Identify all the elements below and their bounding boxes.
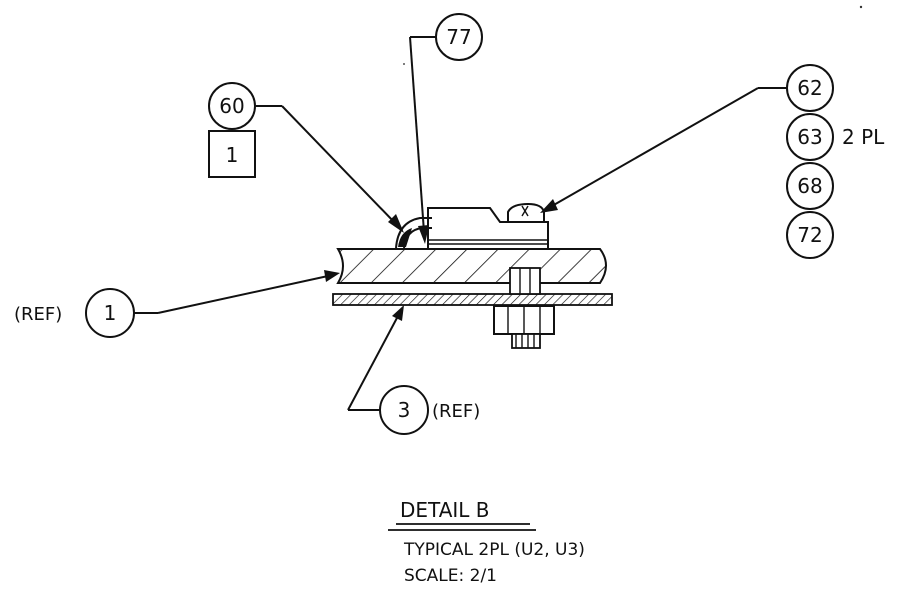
fastener-stack <box>493 267 555 349</box>
balloon-60-label: 60 <box>219 94 244 118</box>
connector-clip <box>395 202 549 249</box>
balloon-60: 60 <box>208 82 256 130</box>
balloon-77-label: 77 <box>446 25 471 49</box>
balloon-68: 68 <box>786 162 834 210</box>
two-pl-note: 2 PL <box>842 125 885 149</box>
ref-bottom-note: (REF) <box>432 401 480 422</box>
balloon-3-label: 3 <box>398 398 411 422</box>
balloon-77: 77 <box>435 13 483 61</box>
balloon-72-label: 72 <box>797 223 822 247</box>
balloon-62: 62 <box>786 64 834 112</box>
scan-speck <box>403 63 405 65</box>
balloon-68-label: 68 <box>797 174 822 198</box>
leader-3 <box>347 305 404 411</box>
panel-item-1 <box>336 248 607 284</box>
balloon-63-label: 63 <box>797 125 822 149</box>
detail-scale: SCALE: 2/1 <box>404 566 497 586</box>
scan-speck <box>859 5 863 9</box>
leader-77 <box>409 36 436 244</box>
balloon-72: 72 <box>786 211 834 259</box>
balloon-1-label: 1 <box>104 301 117 325</box>
box-1: 1 <box>208 130 256 178</box>
balloon-62-label: 62 <box>797 76 822 100</box>
balloon-3: 3 <box>379 385 429 435</box>
detail-title: DETAIL B <box>400 498 490 522</box>
balloon-1: 1 <box>85 288 135 338</box>
detail-caption: DETAIL B TYPICAL 2PL (U2, U3) SCALE: 2/1 <box>388 498 585 586</box>
ref-left-note: (REF) <box>14 304 62 325</box>
leader-62 <box>540 87 788 213</box>
leader-1 <box>134 270 340 314</box>
box-1-label: 1 <box>226 143 239 167</box>
balloon-63: 63 <box>786 113 834 161</box>
leader-60 <box>256 105 404 233</box>
detail-typical: TYPICAL 2PL (U2, U3) <box>403 540 585 560</box>
plate-item-3 <box>332 293 613 306</box>
